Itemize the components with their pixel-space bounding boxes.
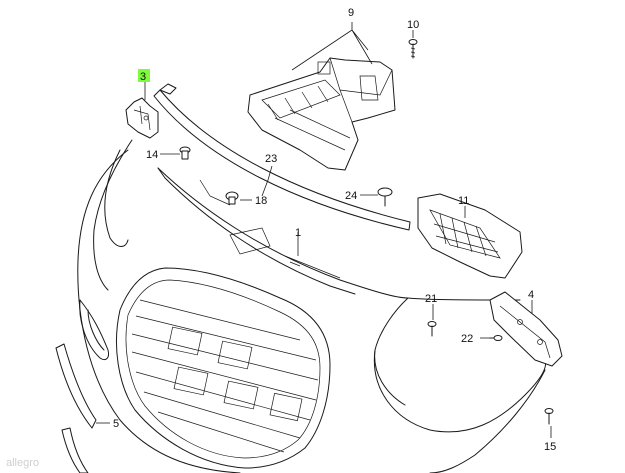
part-3-bracket xyxy=(125,97,159,139)
part-5-trim xyxy=(55,343,97,473)
part-11-side-grille xyxy=(417,193,523,279)
callout-1: 1 xyxy=(295,227,301,239)
callout-3: 3 xyxy=(140,71,146,83)
part-24-rivet xyxy=(377,187,393,207)
callout-5: 5 xyxy=(113,418,119,430)
callout-4: 4 xyxy=(528,289,534,301)
callouts: 3 9 10 14 23 18 24 11 1 21 4 22 5 15 xyxy=(113,7,556,453)
watermark: allegro xyxy=(6,457,39,469)
callout-10: 10 xyxy=(407,19,419,31)
part-23-moulding-strip xyxy=(153,83,411,231)
part-10-screw xyxy=(408,39,418,59)
part-1-bumper xyxy=(77,139,547,473)
callout-22: 22 xyxy=(461,333,473,345)
part-14-clip xyxy=(179,146,191,160)
part-15-screw xyxy=(544,408,554,425)
callout-23: 23 xyxy=(265,153,277,165)
callout-21: 21 xyxy=(425,293,437,305)
callout-14: 14 xyxy=(146,149,158,161)
part-21-screw xyxy=(427,321,437,337)
callout-11: 11 xyxy=(458,195,469,207)
callout-15: 15 xyxy=(544,441,556,453)
part-9-bracket xyxy=(247,57,396,171)
callout-9: 9 xyxy=(348,7,354,19)
part-18-clip xyxy=(225,191,239,205)
callout-18: 18 xyxy=(255,195,267,207)
callout-24: 24 xyxy=(345,190,357,202)
part-4-bracket xyxy=(489,291,563,367)
part-22-screw xyxy=(489,335,503,341)
highlight-3 xyxy=(138,69,150,82)
leader-lines xyxy=(96,22,552,438)
center-grille xyxy=(116,267,331,469)
